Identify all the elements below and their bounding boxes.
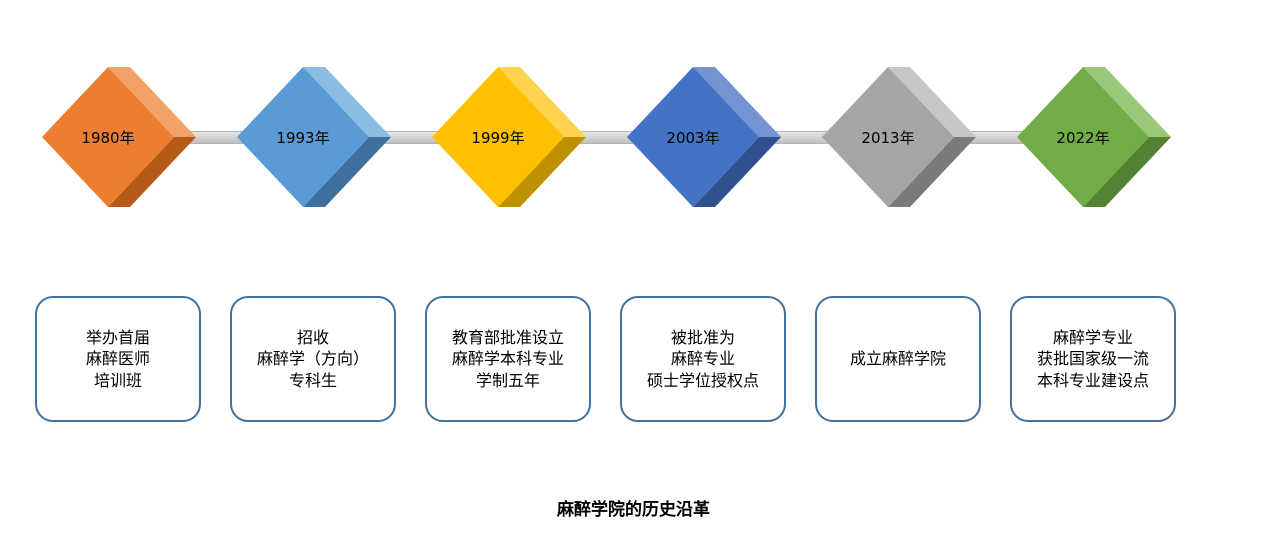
milestone-box-1993: 招收 麻醉学（方向） 专科生 [230,296,396,422]
milestone-text: 举办首届 麻醉医师 培训班 [85,327,150,390]
milestone-box-2022: 麻醉学专业 获批国家级一流 本科专业建设点 [1010,296,1176,422]
milestone-text: 成立麻醉学院 [849,349,946,369]
cube-diamond-shape [432,67,586,207]
cube-diamond-shape [42,67,196,207]
milestone-text: 被批准为 麻醉专业 硕士学位授权点 [646,327,759,390]
diagram-title: 麻醉学院的历史沿革 [557,500,710,520]
milestone-text: 教育部批准设立 麻醉学本科专业 学制五年 [451,327,564,390]
cube-diamond-shape [1017,67,1171,207]
milestone-text: 麻醉学专业 获批国家级一流 本科专业建设点 [1036,327,1149,390]
timeline-node-2022: 2022年 [1017,67,1171,207]
cube-diamond-shape [237,67,391,207]
milestone-box-2013: 成立麻醉学院 [815,296,981,422]
cube-diamond-shape [822,67,976,207]
timeline-node-1999: 1999年 [432,67,586,207]
milestone-box-1980: 举办首届 麻醉医师 培训班 [35,296,201,422]
milestone-text: 招收 麻醉学（方向） 专科生 [256,327,369,390]
milestone-box-2003: 被批准为 麻醉专业 硕士学位授权点 [620,296,786,422]
timeline-node-1993: 1993年 [237,67,391,207]
timeline-node-1980: 1980年 [42,67,196,207]
timeline-node-2003: 2003年 [627,67,781,207]
timeline-node-2013: 2013年 [822,67,976,207]
milestone-box-1999: 教育部批准设立 麻醉学本科专业 学制五年 [425,296,591,422]
cube-diamond-shape [627,67,781,207]
